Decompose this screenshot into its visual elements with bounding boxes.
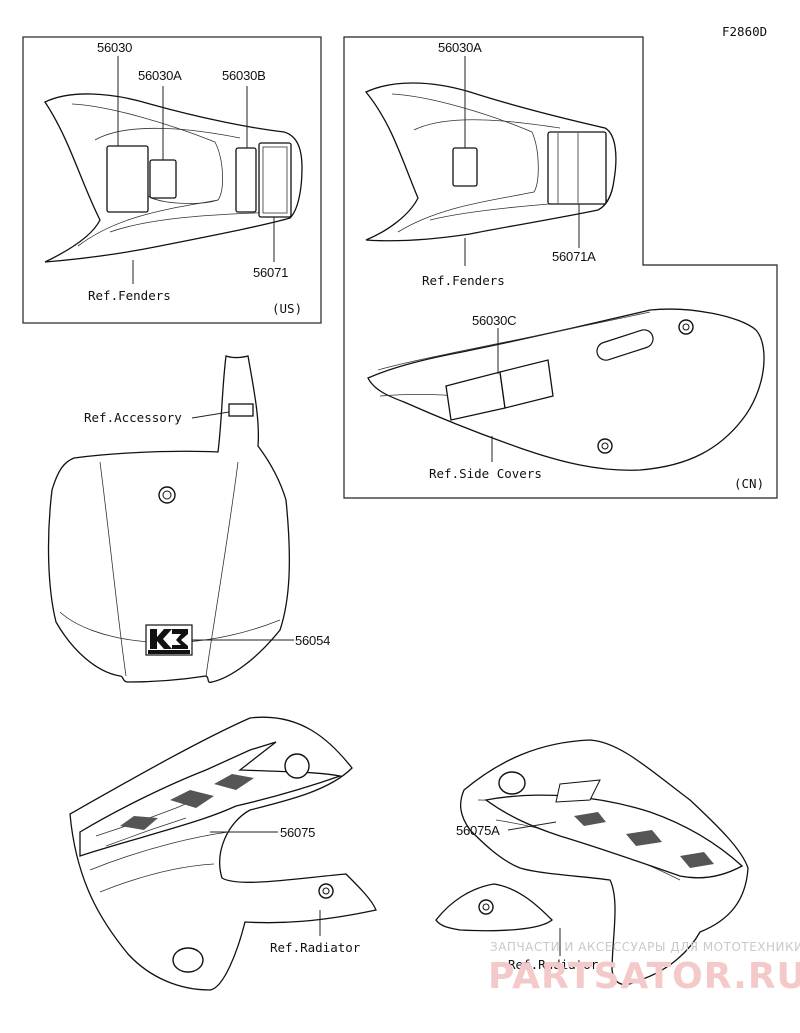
plate-bolt-hole-inner (162, 490, 172, 500)
ref-radiator-left: Ref.Radiator (270, 940, 361, 955)
label-56075: 56075 (280, 825, 315, 840)
decal-56075a-panel (555, 779, 601, 803)
label-56030a-us: 56030A (138, 68, 182, 83)
accessory-decal (228, 403, 254, 417)
label-56075a: 56075A (456, 823, 500, 838)
decal-56075a (484, 794, 744, 879)
side-cover-hole-top-inner (682, 323, 690, 331)
decal-56075-graphic-1 (120, 816, 158, 830)
side-cover-slot (596, 329, 654, 361)
figure-id: F2860D (722, 24, 767, 39)
right-radiator-shroud: 56075A Ref.Radiator (435, 739, 749, 986)
watermark-tagline: ЗАПЧАСТИ И АКСЕССУАРЫ ДЛЯ МОТОТЕХНИКИ (490, 940, 800, 954)
label-56030c: 56030C (472, 313, 516, 328)
watermark: ЗАПЧАСТИ И АКСЕССУАРЫ ДЛЯ МОТОТЕХНИКИ PA… (488, 940, 800, 997)
leader-accessory (191, 411, 230, 419)
decal-56030a-us (149, 159, 177, 199)
kawasaki-logo-icon (145, 624, 193, 656)
region-tag-us: (US) (272, 301, 302, 316)
decal-56030c-right (499, 359, 554, 409)
decal-56075-graphic-2 (170, 790, 214, 808)
decal-56030a-cn (452, 147, 478, 187)
left-shroud-hole-bottom (172, 947, 204, 973)
cn-panel-frame (343, 36, 778, 499)
us-panel: 56030 56030A 56030B 56071 Ref.Fenders (U… (22, 36, 322, 324)
left-shroud-bolt-inner (322, 887, 330, 895)
ref-accessory: Ref.Accessory (84, 410, 182, 425)
left-radiator-shroud: 56075 Ref.Radiator (69, 716, 377, 991)
decal-56030b (235, 147, 257, 213)
left-shroud-hole-top (284, 753, 310, 779)
right-shroud-lower-tab (435, 883, 553, 932)
decal-56075a-graphic-3 (680, 852, 714, 868)
watermark-site: PARTSATOR.RU (488, 956, 800, 997)
label-56030b: 56030B (222, 68, 266, 83)
decal-56075a-graphic-2 (626, 830, 662, 846)
ref-fenders-us: Ref.Fenders (88, 288, 171, 303)
label-56030a-cn: 56030A (438, 40, 482, 55)
label-56030: 56030 (97, 40, 132, 55)
decal-56071 (258, 142, 292, 218)
cn-side-cover (367, 308, 765, 471)
decal-56071a (547, 131, 607, 205)
label-56071: 56071 (253, 265, 288, 280)
decal-56071-inner (262, 146, 288, 214)
label-56054: 56054 (295, 633, 330, 648)
decal-56075-graphic-3 (214, 774, 254, 790)
region-tag-cn: (CN) (734, 476, 764, 491)
label-56071a: 56071A (552, 249, 596, 264)
us-panel-frame (22, 36, 322, 324)
ref-fenders-cn: Ref.Fenders (422, 273, 505, 288)
right-shroud-bolt-inner (482, 903, 490, 911)
right-shroud-hole-top (498, 771, 526, 795)
decal-56030 (106, 145, 149, 213)
cn-panel: 56030A 56071A Ref.Fenders 56030C Ref.Sid… (343, 36, 778, 499)
ref-side-covers: Ref.Side Covers (429, 466, 542, 481)
ref-radiator-right: Ref.Radiator (508, 957, 599, 972)
side-cover-hole-bottom-inner (601, 442, 609, 450)
decal-56075a-graphic-1 (574, 812, 606, 826)
leader-56075a (507, 821, 557, 831)
number-plate-group: Ref.Accessory 56054 (47, 355, 330, 684)
